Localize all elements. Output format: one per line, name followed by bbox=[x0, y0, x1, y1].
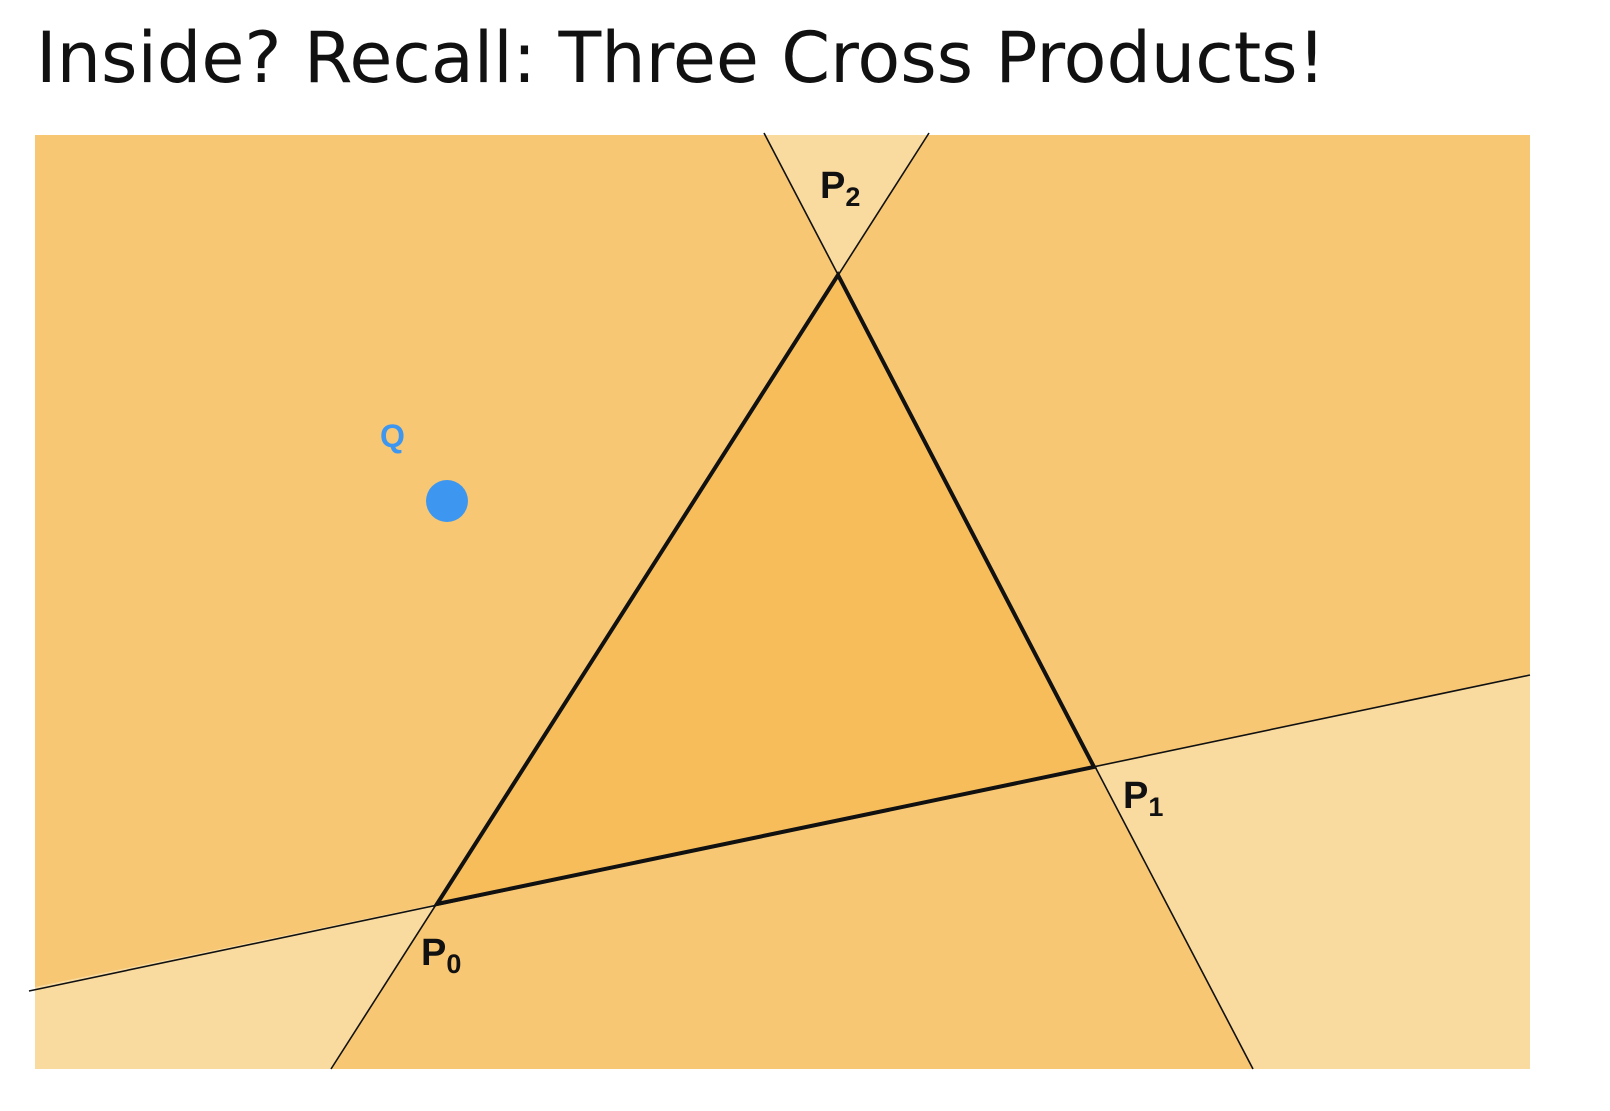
slide-title: Inside? Recall: Three Cross Products! bbox=[36, 17, 1326, 99]
triangle-outline bbox=[432, 271, 1097, 907]
region-above-p0p1-right-of-p2p0 bbox=[35, 135, 838, 987]
vertex-label-p0: P0 bbox=[421, 932, 461, 979]
region-below-p0p1 bbox=[331, 767, 1253, 1069]
triangle-interior bbox=[437, 275, 1094, 904]
query-point-label: Q bbox=[380, 418, 405, 454]
vertex-label-p1: P1 bbox=[1123, 775, 1163, 822]
query-point bbox=[426, 480, 468, 522]
region-above-p0p1-left-of-p1p2 bbox=[838, 135, 1530, 767]
vertex-label-p2: P2 bbox=[820, 165, 860, 212]
